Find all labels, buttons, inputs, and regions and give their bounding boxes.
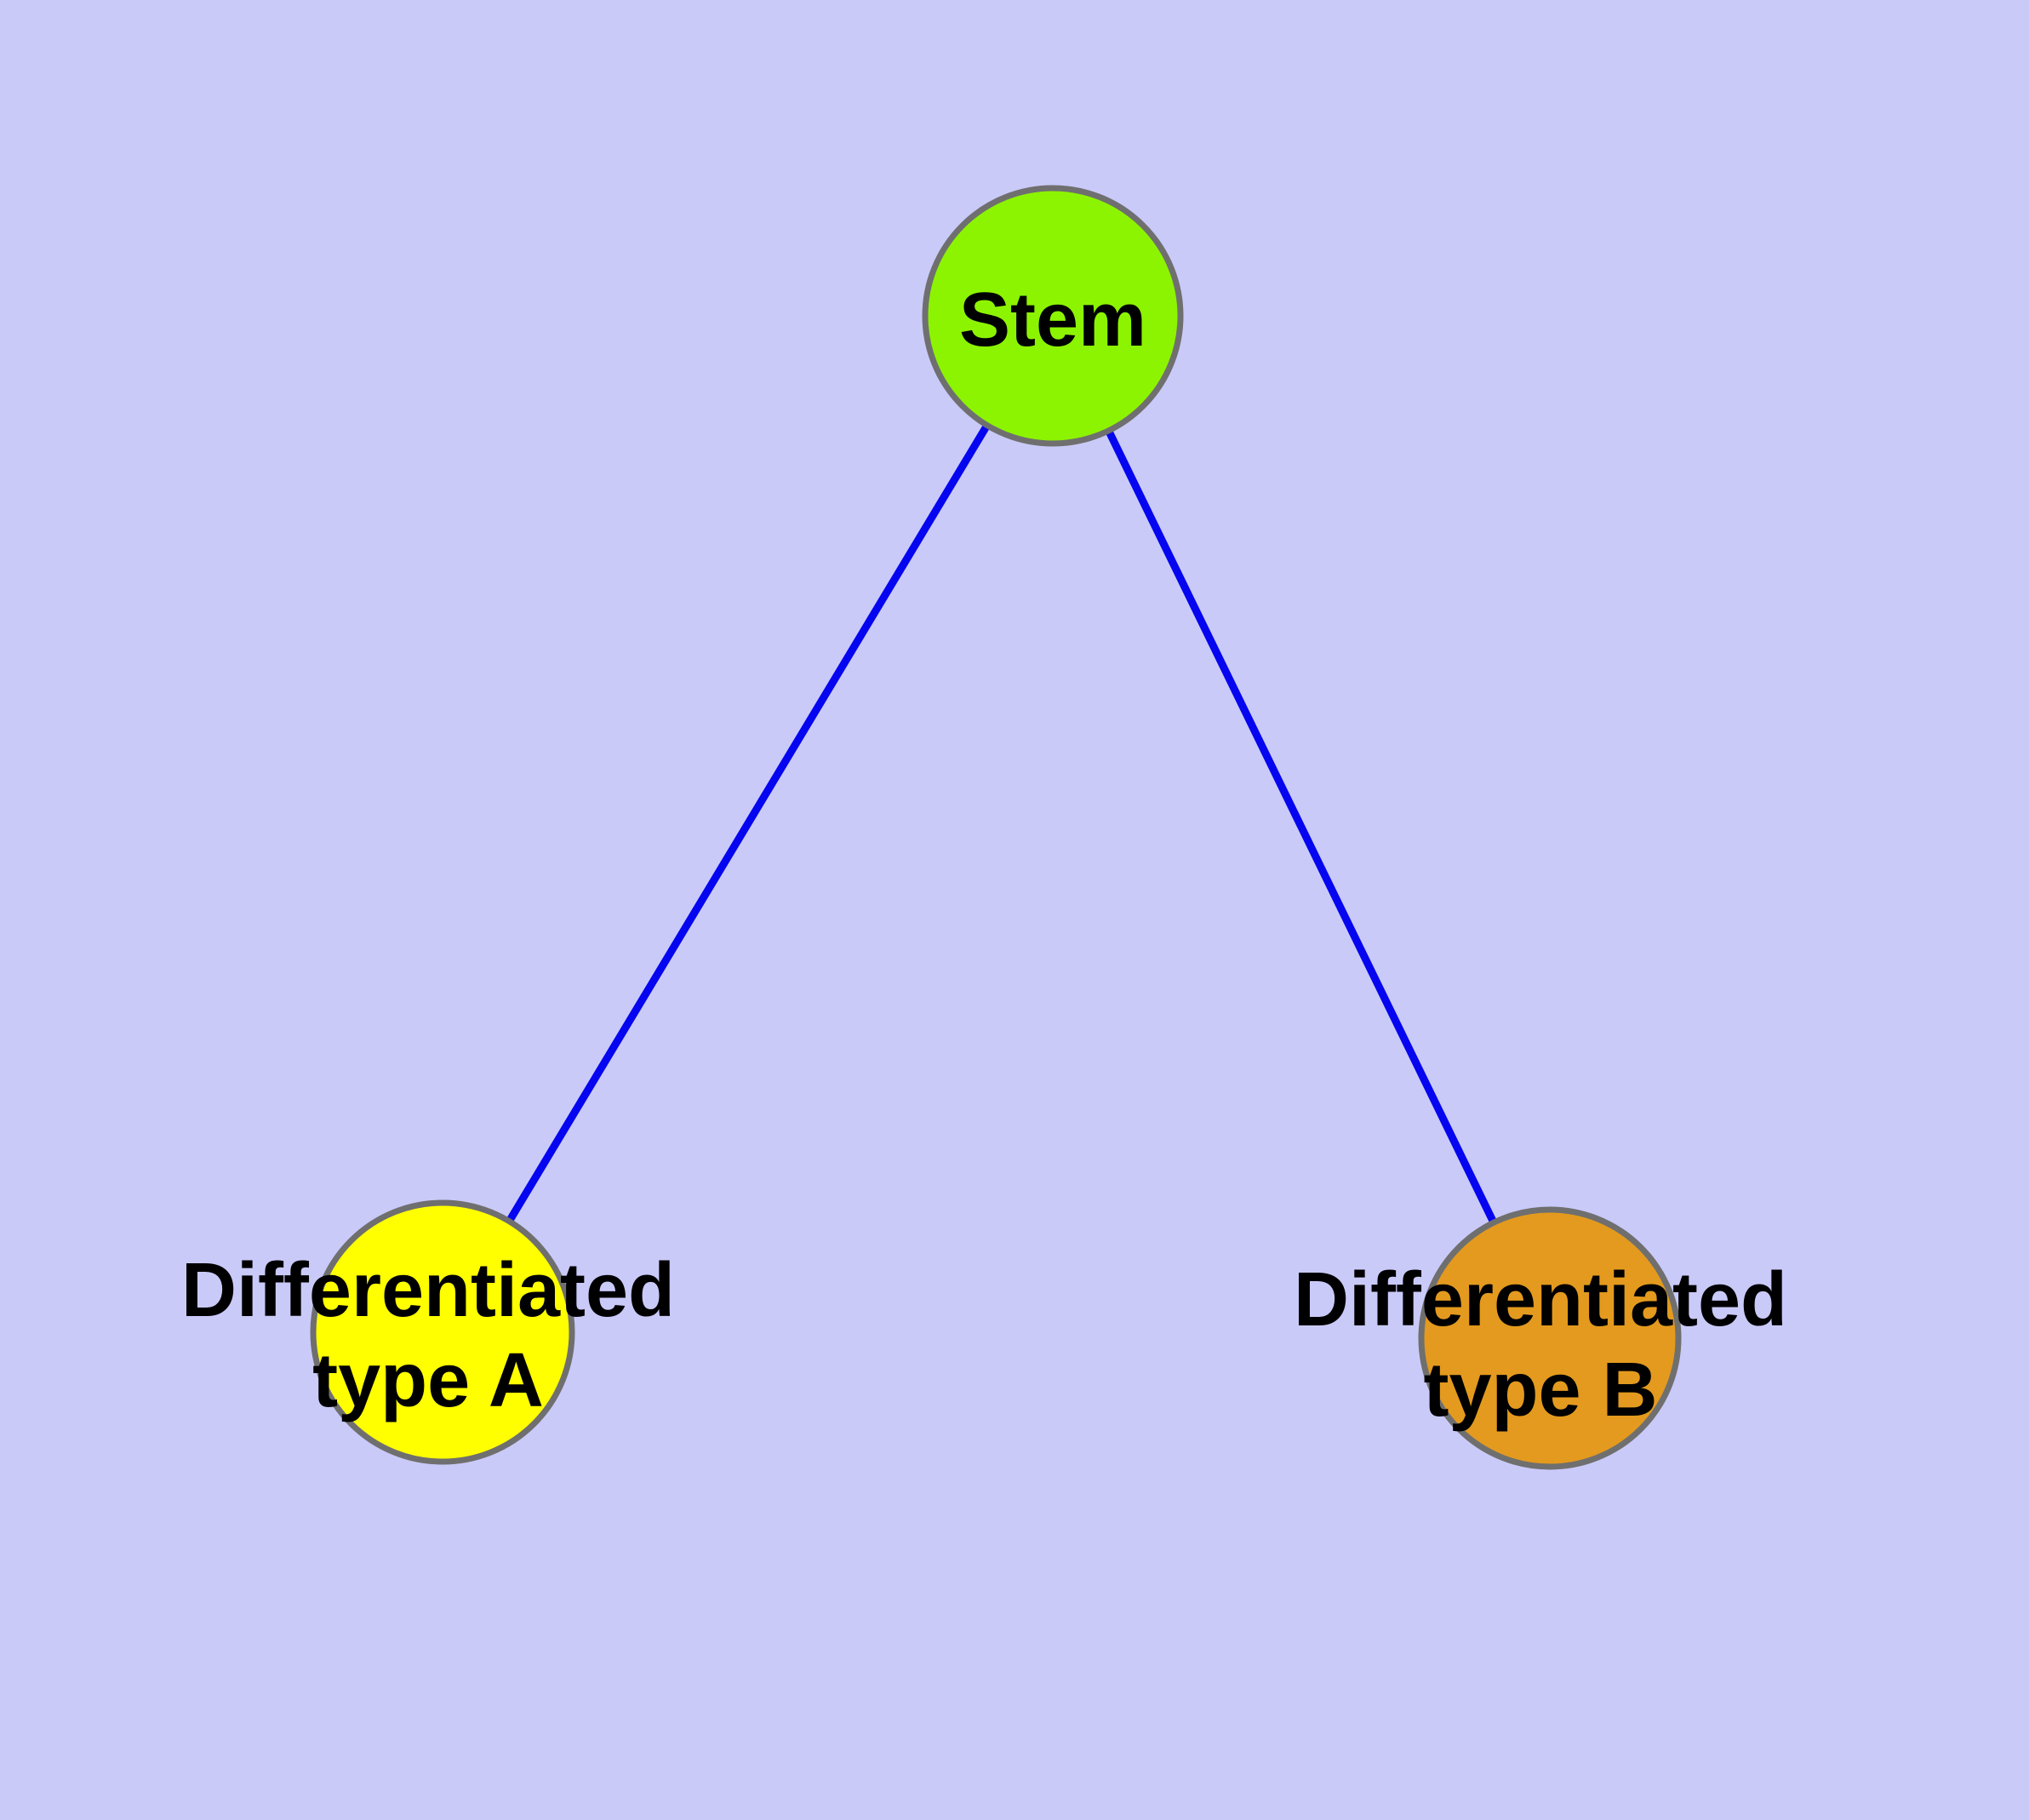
node-stem-label: Stem bbox=[959, 278, 1146, 363]
node-type-a-label-line2: type A bbox=[312, 1338, 544, 1423]
edge-stem-to-type-a bbox=[439, 313, 1056, 1335]
node-type-a-label-line1: Differentiated bbox=[181, 1248, 675, 1333]
node-type-b-label-line2: type B bbox=[1423, 1348, 1657, 1433]
edge-stem-to-type-b bbox=[1049, 314, 1554, 1340]
node-differentiated-type-a bbox=[310, 1199, 575, 1465]
node-type-b-label-line1: Differentiated bbox=[1294, 1257, 1787, 1342]
node-differentiated-type-b bbox=[1418, 1206, 1682, 1470]
node-stem bbox=[922, 185, 1184, 447]
